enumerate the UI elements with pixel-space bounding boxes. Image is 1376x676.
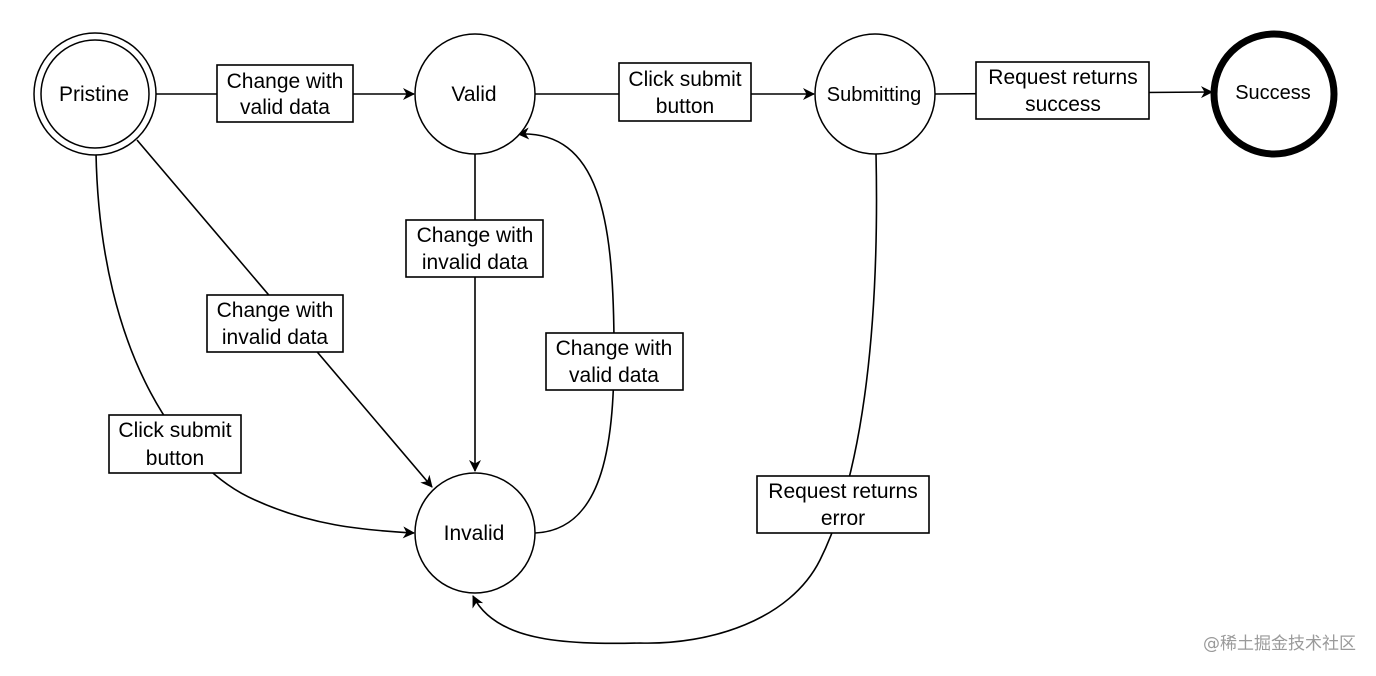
label-line: invalid data xyxy=(422,251,529,274)
watermark: @稀土掘金技术社区 xyxy=(1203,634,1356,654)
label-line: button xyxy=(146,447,204,470)
label-line: Change with xyxy=(556,337,673,360)
label-submitting-to-invalid: Request returns error xyxy=(756,475,930,534)
state-valid-label: Valid xyxy=(451,83,496,106)
label-line: error xyxy=(821,507,865,530)
label-valid-to-submitting: Click submit button xyxy=(618,62,752,122)
state-invalid: Invalid xyxy=(414,472,536,594)
label-line: Request returns xyxy=(768,480,917,503)
label-invalid-to-valid: Change with valid data xyxy=(545,332,684,391)
label-pristine-to-valid: Change with valid data xyxy=(216,64,354,123)
state-pristine: Pristine xyxy=(33,32,157,156)
label-submitting-to-success: Request returns success xyxy=(975,61,1150,120)
state-success: Success xyxy=(1210,30,1338,158)
label-line: button xyxy=(656,95,714,118)
state-valid: Valid xyxy=(414,33,536,155)
label-line: Change with xyxy=(417,224,534,247)
label-pristine-to-invalid-submit: Click submit button xyxy=(108,414,242,474)
label-line: Request returns xyxy=(988,66,1137,89)
label-line: invalid data xyxy=(222,326,329,349)
label-line: Change with xyxy=(217,299,334,322)
label-line: Change with xyxy=(227,70,344,93)
label-valid-to-invalid: Change with invalid data xyxy=(405,219,544,278)
label-line: Click submit xyxy=(118,419,231,442)
label-line: valid data xyxy=(569,364,659,387)
label-pristine-to-invalid-change: Change with invalid data xyxy=(206,294,344,353)
state-success-label: Success xyxy=(1235,82,1311,104)
label-line: valid data xyxy=(240,96,330,119)
edge-pristine-to-invalid-submit xyxy=(95,152,415,539)
label-line: Click submit xyxy=(628,68,741,91)
state-pristine-label: Pristine xyxy=(59,83,129,106)
label-line: success xyxy=(1025,93,1101,116)
state-submitting: Submitting xyxy=(814,33,936,155)
edge-submitting-to-invalid xyxy=(472,152,878,645)
state-submitting-label: Submitting xyxy=(827,84,922,106)
state-invalid-label: Invalid xyxy=(444,522,505,545)
